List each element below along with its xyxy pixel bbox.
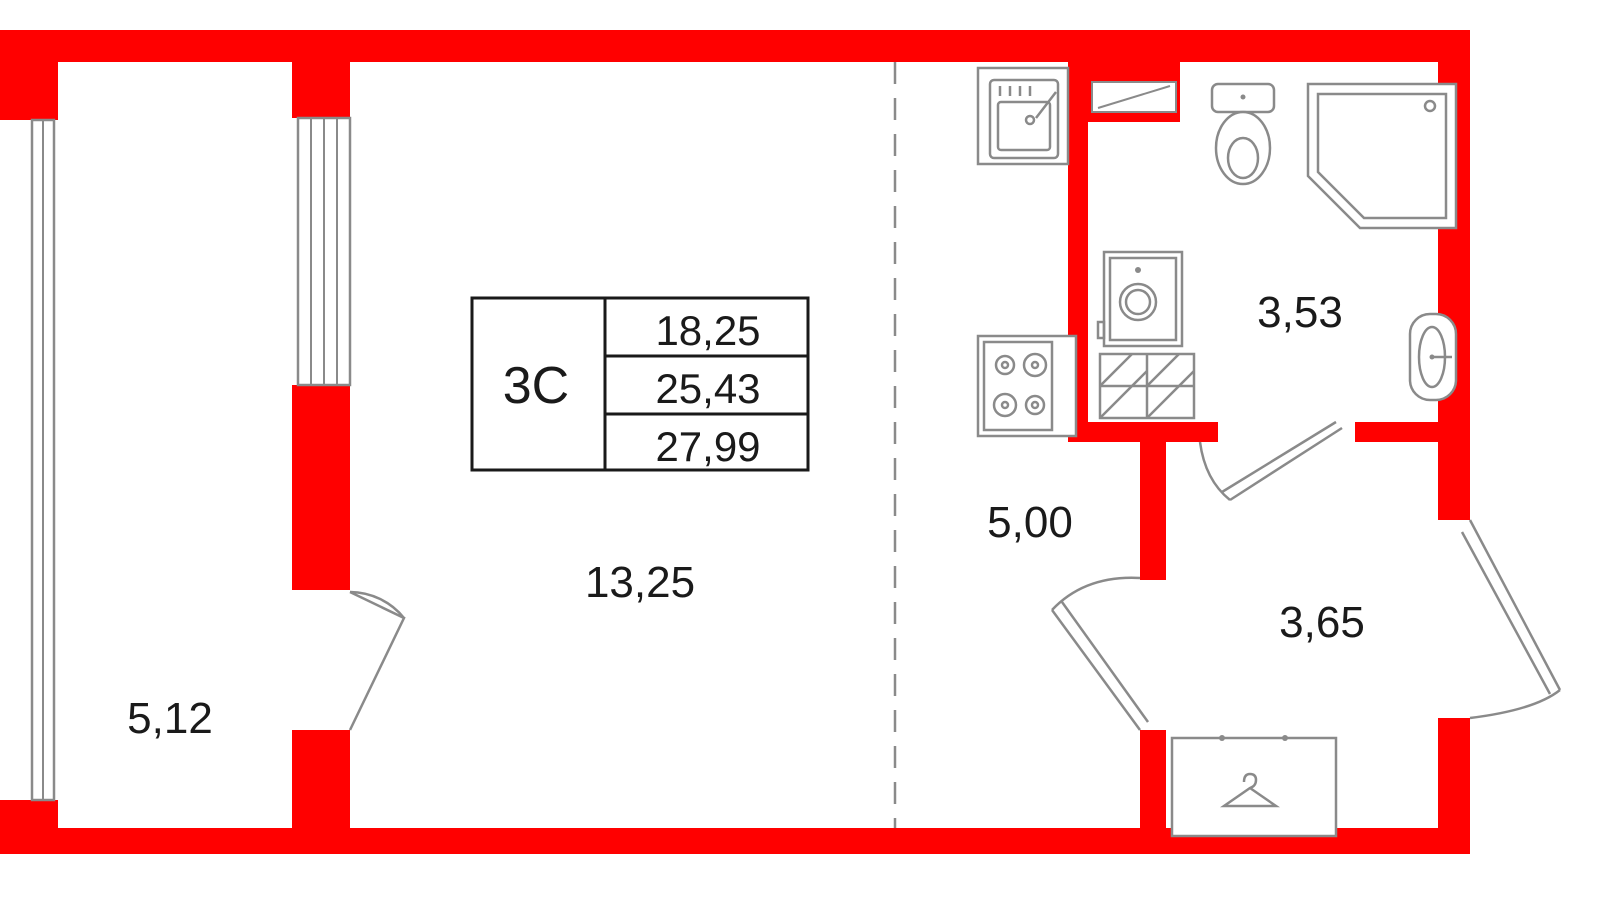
vent-box-diagonal bbox=[1097, 85, 1171, 109]
total-area-value: 25,43 bbox=[655, 365, 760, 412]
vent-box bbox=[1091, 81, 1177, 113]
entrance-door bbox=[1050, 576, 1150, 731]
shower-icon bbox=[1306, 82, 1458, 230]
wall-hall-left-lower bbox=[1140, 730, 1166, 854]
stove-icon bbox=[976, 334, 1078, 438]
balcony-left-glazing bbox=[30, 118, 56, 802]
washbasin-icon bbox=[1408, 312, 1458, 402]
wall-left-top bbox=[0, 30, 58, 120]
wall-balcony-pier-top bbox=[292, 30, 350, 118]
room-window bbox=[296, 116, 352, 387]
floor-drain-grid bbox=[1098, 352, 1196, 420]
wall-top bbox=[0, 30, 1470, 62]
total-with-balcony-area-value: 27,99 bbox=[655, 423, 760, 470]
bathroom-door bbox=[1198, 420, 1343, 502]
main-room-area-label: 13,25 bbox=[585, 558, 695, 607]
balcony-area-label: 5,12 bbox=[127, 694, 213, 743]
wall-balcony-pier-mid bbox=[292, 385, 350, 590]
kitchen-area-label: 5,00 bbox=[987, 498, 1073, 547]
wall-balcony-pier-bottom bbox=[292, 730, 350, 854]
wall-right-lower bbox=[1438, 718, 1470, 854]
wall-left-bottom bbox=[0, 800, 58, 854]
area-info-box: 3С 18,25 25,43 27,99 bbox=[470, 296, 810, 472]
hanger-icon bbox=[1170, 735, 1338, 838]
balcony-door bbox=[348, 590, 406, 731]
sink-icon bbox=[976, 66, 1070, 166]
washing-machine-icon bbox=[1096, 250, 1184, 348]
toilet-icon bbox=[1210, 82, 1276, 186]
apartment-type-label: 3С bbox=[503, 357, 569, 415]
living-area-value: 18,25 bbox=[655, 307, 760, 354]
right-door bbox=[1460, 519, 1562, 720]
wall-hall-left-upper bbox=[1140, 422, 1166, 580]
wall-bath-bottom-right bbox=[1355, 422, 1455, 442]
bathroom-area-label: 3,53 bbox=[1257, 288, 1343, 337]
hallway-area-label: 3,65 bbox=[1279, 598, 1365, 647]
